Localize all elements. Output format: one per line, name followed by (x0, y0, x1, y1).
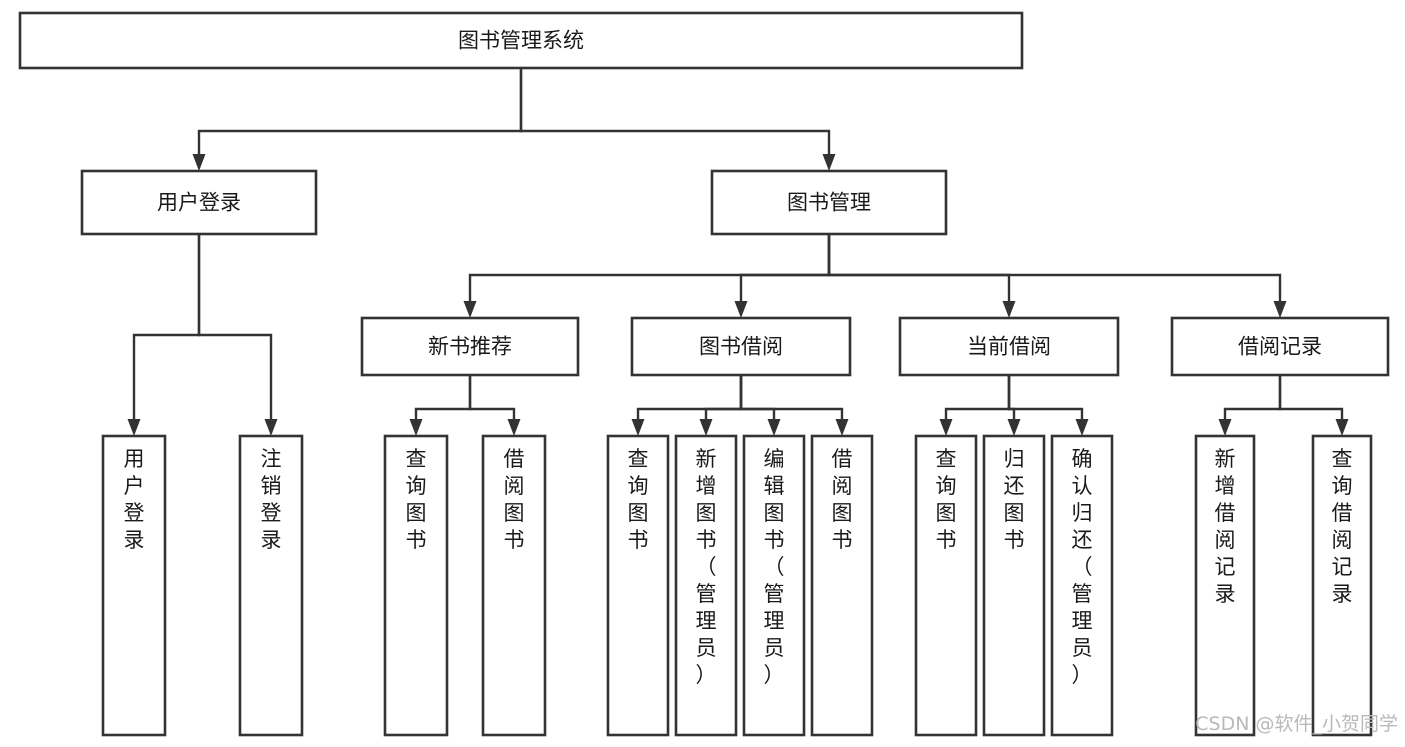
node-leaf-logout[interactable]: 注销登录 (238, 434, 304, 737)
node-box-leaf-borrow-book-recommend[interactable] (481, 434, 547, 737)
node-leaf-borrow-book-recommend[interactable]: 借阅图书 (481, 434, 547, 737)
connector-edge-user-login-leaf-logout (197, 234, 278, 436)
arrow-head-icon (1218, 419, 1232, 436)
arrow-head-icon (1075, 419, 1089, 436)
node-box-new-book-recommend[interactable] (360, 316, 580, 377)
node-box-leaf-borrow-book[interactable] (810, 434, 874, 737)
arrow-head-icon (939, 419, 953, 436)
node-label-leaf-query-book-borrow: 查询图书 (628, 447, 649, 552)
node-box-leaf-logout[interactable] (238, 434, 304, 737)
node-leaf-query-book-recommend[interactable]: 查询图书 (383, 434, 449, 737)
node-box-book-management[interactable] (710, 169, 948, 236)
node-label-leaf-confirm-return-admin: 确认归还（管理员） (1072, 447, 1093, 687)
connector-edge-bb-add (699, 375, 743, 436)
arrow-head-icon (127, 419, 141, 436)
node-book-borrow[interactable]: 图书借阅 (630, 316, 852, 377)
node-box-leaf-edit-book-admin[interactable] (742, 434, 806, 737)
node-box-user-login[interactable] (80, 169, 318, 236)
arrow-head-icon (264, 419, 278, 436)
arrow-head-icon (767, 419, 781, 436)
arrow-head-icon (734, 301, 748, 318)
connector-edge-bm-book-borrow (734, 234, 831, 318)
arrow-head-icon (409, 419, 423, 436)
node-leaf-query-borrow-record[interactable]: 查询借阅记录 (1311, 434, 1373, 737)
arrow-head-icon (1273, 301, 1287, 318)
node-leaf-return-book[interactable]: 归还图书 (982, 434, 1046, 737)
arrow-head-icon (699, 419, 713, 436)
node-box-current-borrow[interactable] (898, 316, 1120, 377)
connector-edge-user-login-leaf-user-login (127, 234, 201, 436)
node-new-book-recommend[interactable]: 新书推荐 (360, 316, 580, 377)
arrow-head-icon (835, 419, 849, 436)
connector-edge-bb-edit (739, 375, 781, 436)
node-leaf-add-borrow-record[interactable]: 新增借阅记录 (1194, 434, 1256, 737)
node-leaf-add-book-admin[interactable]: 新增图书（管理员） (674, 434, 738, 737)
connector-edge-br-add (1218, 375, 1282, 436)
node-leaf-borrow-book[interactable]: 借阅图书 (810, 434, 874, 737)
node-box-root[interactable] (18, 11, 1024, 70)
connector-edge-root-user-login (192, 68, 523, 171)
connector-edge-nbr-query (409, 375, 472, 436)
node-label-book-management: 图书管理 (787, 191, 871, 215)
node-current-borrow[interactable]: 当前借阅 (898, 316, 1120, 377)
arrow-head-icon (192, 154, 206, 171)
node-label-leaf-user-login: 用户登录 (124, 447, 145, 552)
node-book-management[interactable]: 图书管理 (710, 169, 948, 236)
arrow-head-icon (822, 154, 836, 171)
connector-edge-bb-query (631, 375, 743, 436)
connector-edge-br-query (1278, 375, 1349, 436)
node-label-book-borrow: 图书借阅 (699, 335, 783, 359)
connector-edge-nbr-borrow (468, 375, 521, 436)
node-box-leaf-query-book-borrow[interactable] (606, 434, 670, 737)
node-box-borrow-record[interactable] (1170, 316, 1390, 377)
node-label-leaf-borrow-book-recommend: 借阅图书 (504, 447, 525, 552)
arrow-head-icon (507, 419, 521, 436)
node-box-leaf-query-borrow-record[interactable] (1311, 434, 1373, 737)
node-label-root: 图书管理系统 (458, 29, 584, 53)
node-borrow-record[interactable]: 借阅记录 (1170, 316, 1390, 377)
node-label-leaf-query-book-current: 查询图书 (936, 447, 957, 552)
node-label-current-borrow: 当前借阅 (967, 335, 1051, 359)
node-label-leaf-return-book: 归还图书 (1004, 447, 1025, 552)
csdn-watermark: CSDN @软件_小贺同学 (1195, 713, 1398, 735)
node-label-leaf-logout: 注销登录 (261, 447, 282, 552)
connector-edge-cb-confirm (1007, 375, 1089, 436)
arrow-head-icon (463, 301, 477, 318)
arrow-head-icon (631, 419, 645, 436)
node-leaf-query-book-borrow[interactable]: 查询图书 (606, 434, 670, 737)
connector-edge-cb-query (939, 375, 1011, 436)
node-label-leaf-add-borrow-record: 新增借阅记录 (1215, 447, 1236, 606)
node-leaf-query-book-current[interactable]: 查询图书 (914, 434, 978, 737)
node-box-leaf-add-borrow-record[interactable] (1194, 434, 1256, 737)
node-label-borrow-record: 借阅记录 (1238, 335, 1322, 359)
connector-layer (127, 68, 1349, 436)
node-label-new-book-recommend: 新书推荐 (428, 335, 512, 359)
node-label-leaf-add-book-admin: 新增图书（管理员） (696, 447, 717, 687)
node-layer: 图书管理系统用户登录图书管理新书推荐图书借阅当前借阅借阅记录用户登录注销登录查询… (18, 11, 1390, 737)
connector-edge-root-book-management (519, 68, 836, 171)
node-box-leaf-query-book-recommend[interactable] (383, 434, 449, 737)
node-label-leaf-borrow-book: 借阅图书 (832, 447, 853, 552)
node-leaf-user-login[interactable]: 用户登录 (101, 434, 167, 737)
node-label-leaf-query-book-recommend: 查询图书 (406, 447, 427, 552)
node-leaf-confirm-return-admin[interactable]: 确认归还（管理员） (1050, 434, 1114, 737)
node-label-leaf-query-borrow-record: 查询借阅记录 (1332, 447, 1353, 606)
node-leaf-edit-book-admin[interactable]: 编辑图书（管理员） (742, 434, 806, 737)
arrow-head-icon (1002, 301, 1016, 318)
node-label-user-login: 用户登录 (157, 191, 241, 215)
node-box-book-borrow[interactable] (630, 316, 852, 377)
connector-edge-bb-borrow (739, 375, 849, 436)
connector-edge-bm-borrow-record (827, 234, 1287, 318)
node-box-leaf-return-book[interactable] (982, 434, 1046, 737)
node-root[interactable]: 图书管理系统 (18, 11, 1024, 70)
node-box-leaf-user-login[interactable] (101, 434, 167, 737)
node-box-leaf-confirm-return-admin[interactable] (1050, 434, 1114, 737)
node-label-leaf-edit-book-admin: 编辑图书（管理员） (764, 447, 785, 687)
node-user-login[interactable]: 用户登录 (80, 169, 318, 236)
node-box-leaf-query-book-current[interactable] (914, 434, 978, 737)
node-box-leaf-add-book-admin[interactable] (674, 434, 738, 737)
arrow-head-icon (1007, 419, 1021, 436)
arrow-head-icon (1335, 419, 1349, 436)
